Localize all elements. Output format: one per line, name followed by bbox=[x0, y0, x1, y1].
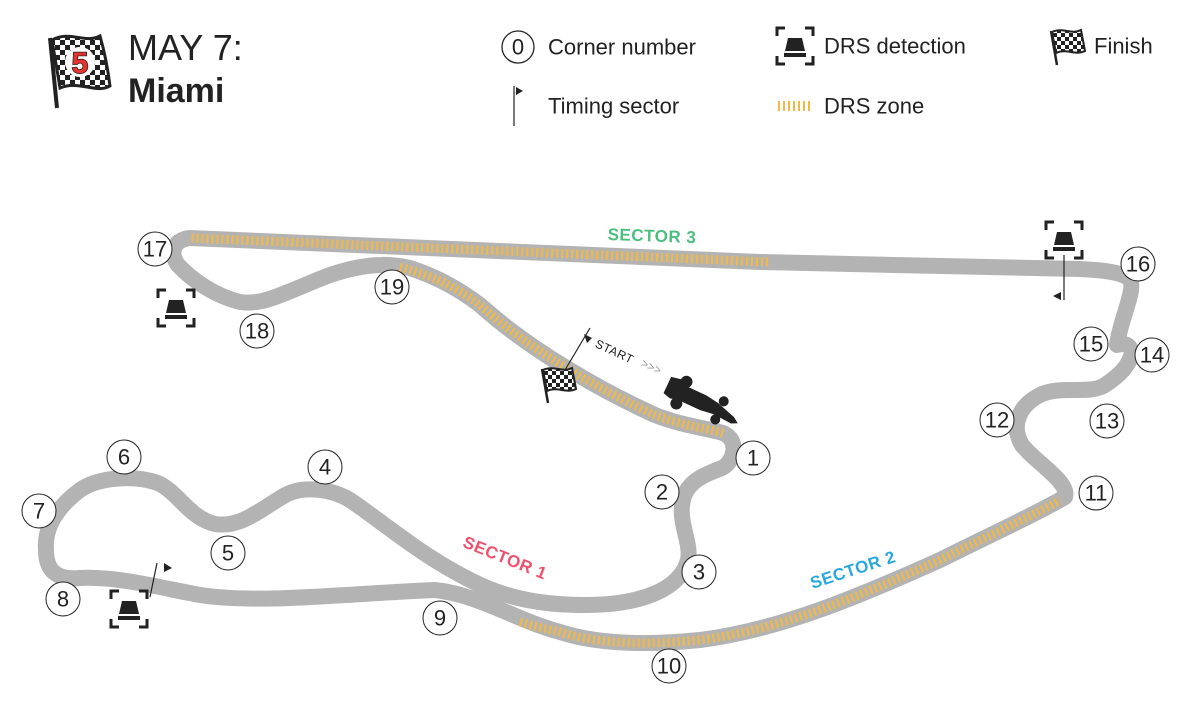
legend: 0 Corner number DRS detection Finish Tim… bbox=[501, 26, 1153, 126]
svg-text:2: 2 bbox=[656, 480, 668, 505]
corner-marker: 12 bbox=[979, 402, 1015, 438]
timing-sector-marker bbox=[1053, 255, 1065, 300]
drs-zone-back-straight bbox=[518, 496, 1063, 648]
finish-flag-icon bbox=[540, 366, 578, 404]
legend-finish-label: Finish bbox=[1094, 34, 1153, 59]
corner-marker: 13 bbox=[1089, 403, 1125, 439]
header: 5 MAY 7: Miami bbox=[48, 27, 243, 110]
svg-text:0: 0 bbox=[512, 35, 524, 60]
svg-text:13: 13 bbox=[1095, 409, 1119, 434]
timing-sector-icon bbox=[513, 86, 523, 126]
corner-marker: 10 bbox=[651, 648, 687, 684]
legend-corner-label: Corner number bbox=[548, 35, 696, 60]
svg-text:18: 18 bbox=[245, 319, 269, 344]
svg-text:6: 6 bbox=[118, 445, 130, 470]
round-number: 5 bbox=[72, 47, 89, 80]
svg-text:16: 16 bbox=[1126, 252, 1150, 277]
svg-text:14: 14 bbox=[1140, 343, 1164, 368]
svg-text:4: 4 bbox=[319, 455, 331, 480]
race-car-icon bbox=[663, 375, 738, 425]
svg-text:1: 1 bbox=[747, 446, 759, 471]
track bbox=[37, 230, 1140, 652]
svg-text:5: 5 bbox=[222, 541, 234, 566]
corner-marker: 14 bbox=[1134, 337, 1170, 373]
legend-drs-zone-label: DRS zone bbox=[824, 94, 924, 119]
finish-flag-icon bbox=[1049, 28, 1087, 66]
corner-marker: 8 bbox=[45, 581, 81, 617]
legend-drs-detection-label: DRS detection bbox=[824, 34, 966, 59]
race-city: Miami bbox=[128, 72, 224, 110]
legend-drs-detection: DRS detection bbox=[775, 26, 966, 66]
corner-marker: 17 bbox=[137, 231, 173, 267]
corner-marker: 16 bbox=[1120, 246, 1156, 282]
drs-detection-icon bbox=[109, 589, 149, 629]
drs-zone-sector3-straight bbox=[189, 233, 769, 267]
corner-circle-icon bbox=[501, 30, 535, 64]
svg-text:17: 17 bbox=[143, 237, 167, 262]
corner-marker: 6 bbox=[106, 439, 142, 475]
legend-drs-zone: DRS zone bbox=[778, 94, 924, 119]
corner-marker: 2 bbox=[644, 474, 680, 510]
corner-marker: 18 bbox=[239, 313, 275, 349]
svg-text:19: 19 bbox=[380, 275, 404, 300]
timing-sector-marker bbox=[149, 562, 172, 598]
start-direction-arrows: >>> bbox=[639, 356, 664, 378]
drs-zone-main-straight bbox=[398, 262, 725, 438]
legend-finish: Finish bbox=[1049, 28, 1153, 66]
svg-text:11: 11 bbox=[1085, 481, 1108, 506]
checkered-flag-icon bbox=[48, 33, 112, 109]
svg-text:12: 12 bbox=[985, 408, 1009, 433]
corner-marker: 19 bbox=[374, 269, 410, 305]
corner-marker: 1 bbox=[735, 440, 771, 476]
corner-marker: 4 bbox=[307, 449, 343, 485]
corner-marker: 7 bbox=[21, 493, 57, 529]
svg-text:7: 7 bbox=[33, 499, 45, 524]
corner-marker: 3 bbox=[681, 554, 717, 590]
corner-markers: 1 2 3 4 5 6 7 8 9 10 11 12 13 14 15 16 1… bbox=[21, 231, 1170, 684]
legend-timing-sector-label: Timing sector bbox=[548, 94, 679, 119]
corner-marker: 5 bbox=[210, 535, 246, 571]
corner-marker: 9 bbox=[422, 600, 458, 636]
start-label: START bbox=[593, 337, 636, 367]
corner-marker: 11 bbox=[1078, 475, 1114, 511]
sector-3-label: SECTOR 3 bbox=[607, 225, 696, 247]
svg-text:10: 10 bbox=[657, 654, 681, 679]
svg-text:3: 3 bbox=[693, 560, 705, 585]
svg-text:15: 15 bbox=[1079, 332, 1103, 357]
drs-detection-icon bbox=[1044, 220, 1084, 260]
drs-detection-icon bbox=[156, 288, 196, 328]
race-date: MAY 7: bbox=[128, 27, 243, 68]
svg-text:8: 8 bbox=[57, 587, 69, 612]
track-outline bbox=[37, 230, 1140, 652]
legend-corner-number: 0 Corner number bbox=[501, 30, 696, 64]
legend-timing-sector: Timing sector bbox=[513, 86, 679, 126]
drs-detection-icon bbox=[775, 26, 815, 66]
svg-text:9: 9 bbox=[434, 606, 446, 631]
corner-marker: 15 bbox=[1073, 326, 1109, 362]
